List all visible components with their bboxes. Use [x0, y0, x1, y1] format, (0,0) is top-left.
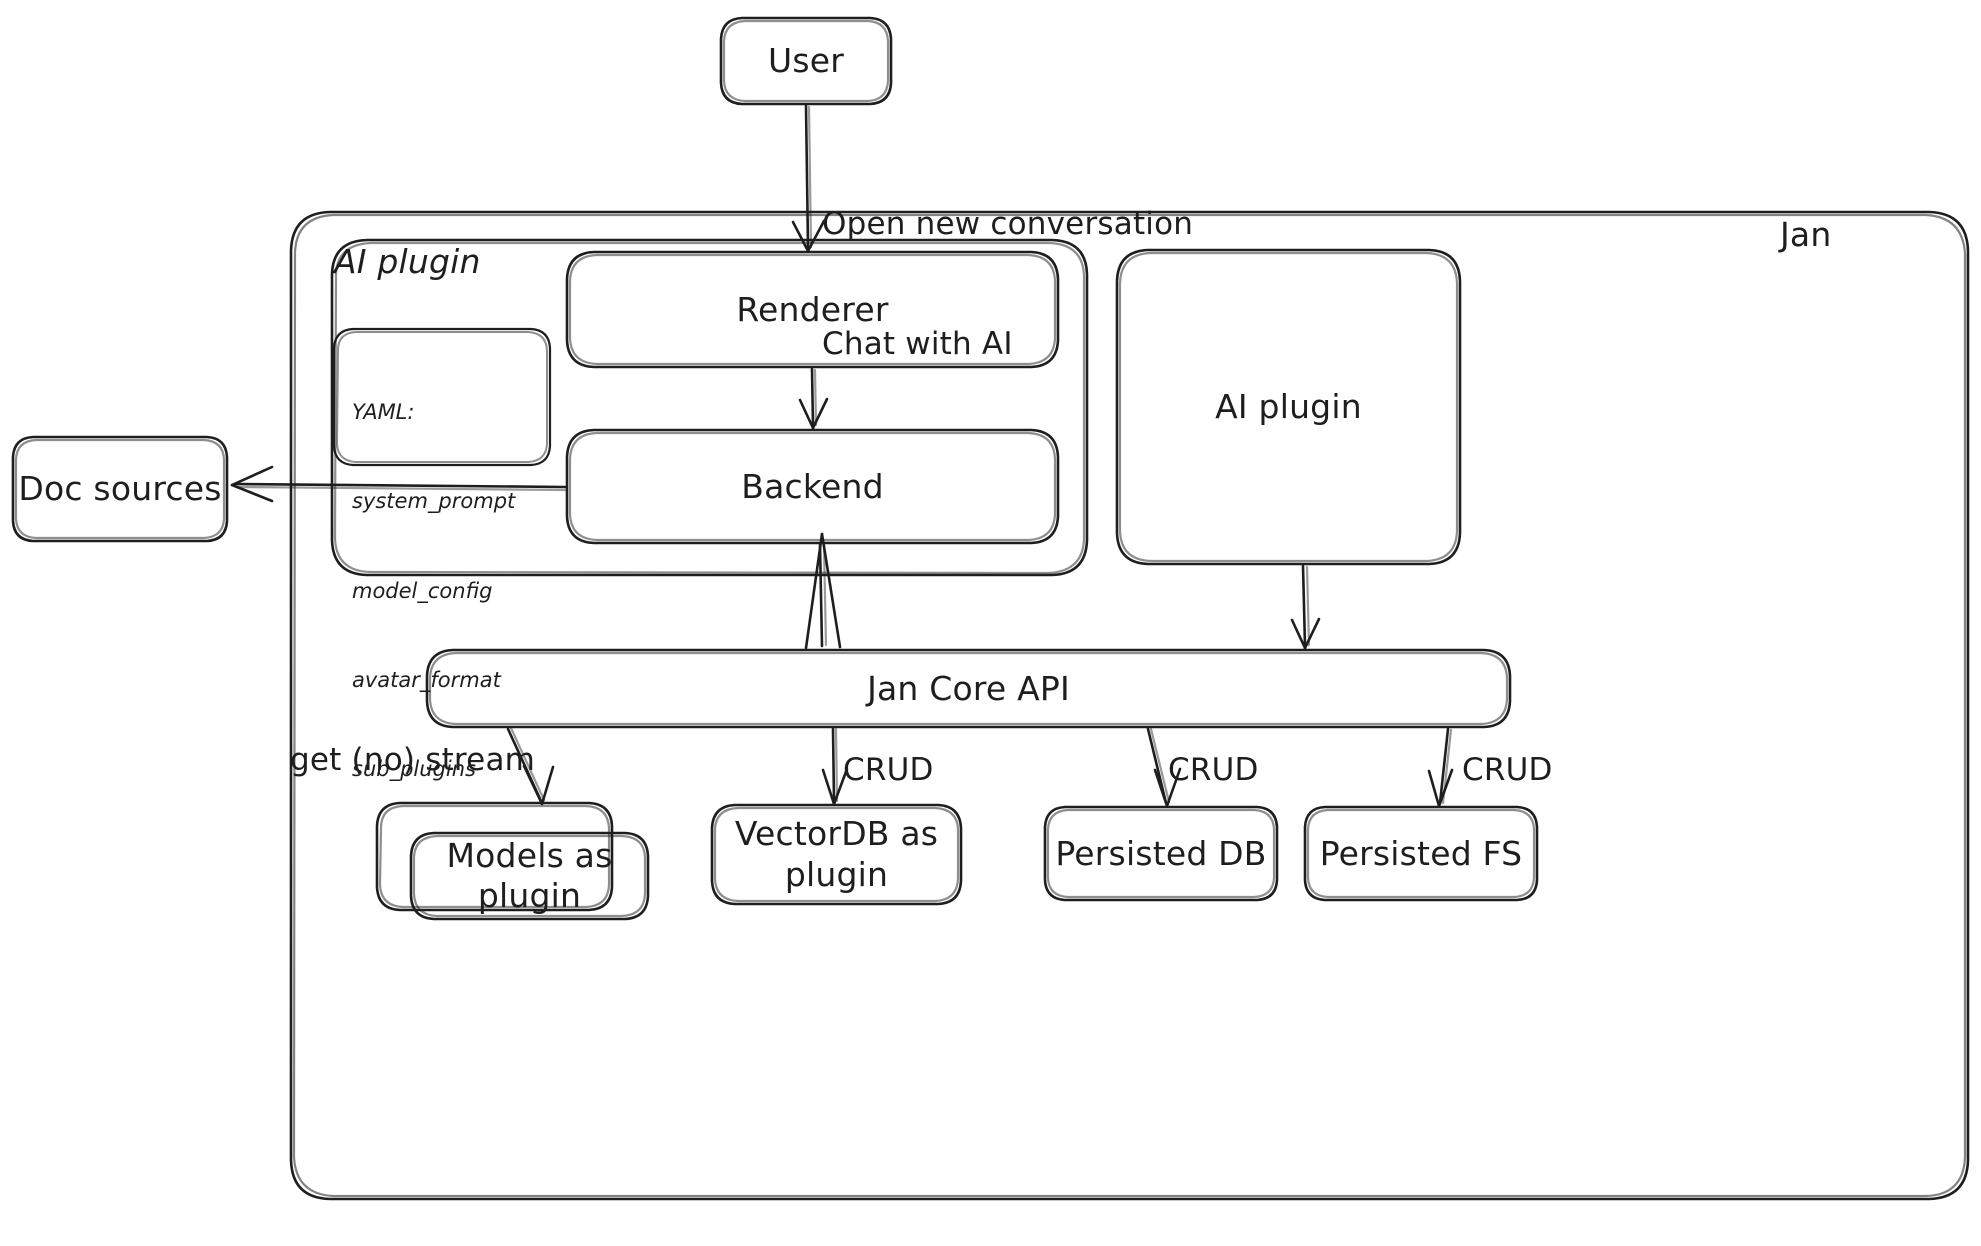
yaml-line-0: YAML:	[352, 399, 415, 424]
arrow-renderer-to-backend	[798, 367, 829, 430]
shape-persisted-db	[1043, 805, 1279, 902]
arrow-core-api-to-persisted-db	[1146, 727, 1182, 808]
shape-yaml-card	[332, 327, 552, 467]
arrow-core-api-to-vectordb	[821, 727, 849, 806]
yaml-card-text: YAML: system_prompt model_config avatar_…	[352, 338, 542, 845]
arrow-backend-to-core-api	[804, 532, 842, 650]
shape-user	[719, 16, 893, 106]
arrow-ai-plugin-to-core-api	[1290, 564, 1321, 650]
shape-doc-sources	[11, 435, 229, 543]
arrow-core-api-to-models	[506, 726, 555, 806]
shape-renderer	[565, 250, 1060, 369]
shape-jan-core-api	[425, 648, 1512, 729]
shape-backend	[565, 428, 1060, 545]
arrow-core-api-to-persisted-fs	[1427, 727, 1454, 808]
shape-ai-plugin-box	[1115, 248, 1462, 566]
arrow-user-to-renderer	[791, 104, 826, 253]
arrow-backend-to-doc-sources	[230, 465, 567, 503]
shape-models-plugin	[409, 831, 650, 921]
container-jan	[289, 210, 1970, 1201]
shape-models-plugin-backdrop	[375, 801, 614, 912]
yaml-line-4: sub_plugins	[352, 757, 476, 782]
shape-vectordb-plugin	[710, 803, 963, 906]
yaml-line-2: model_config	[352, 578, 493, 603]
yaml-line-1: system_prompt	[352, 489, 516, 514]
shape-persisted-fs	[1303, 805, 1539, 902]
container-ai-plugin-group	[330, 238, 1089, 577]
yaml-line-3: avatar_format	[352, 667, 501, 692]
